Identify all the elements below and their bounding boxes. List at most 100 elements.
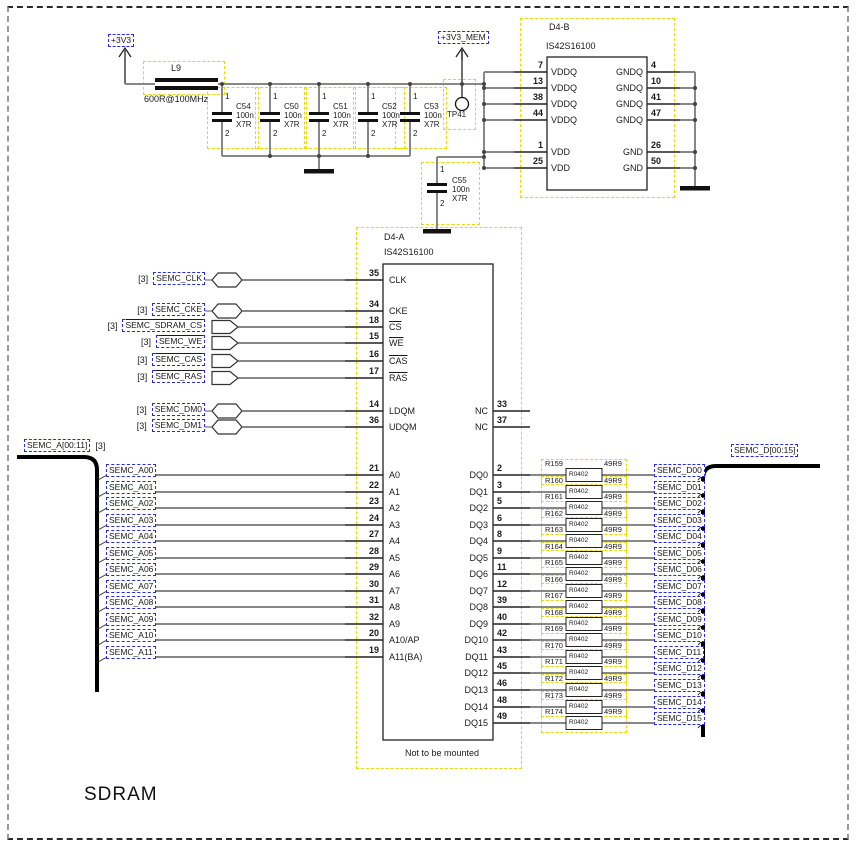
resistor-ref[interactable]: R167 — [545, 591, 563, 600]
net-label-semc-a07[interactable]: SEMC_A07 — [106, 580, 157, 593]
chip-b-body[interactable] — [546, 56, 648, 191]
net-label-semc-we[interactable]: SEMC_WE — [156, 335, 205, 348]
capacitor-symbol[interactable] — [260, 119, 280, 122]
resistor-ref[interactable]: R168 — [545, 608, 563, 617]
resistor-symbol[interactable] — [565, 501, 603, 515]
address-bus[interactable] — [17, 455, 99, 692]
resistor-ref[interactable]: R172 — [545, 674, 563, 683]
resistor-ref[interactable]: R171 — [545, 657, 563, 666]
data-bus[interactable] — [701, 464, 820, 737]
resistor-symbol[interactable] — [565, 666, 603, 680]
net-label-semc-d00[interactable]: SEMC_D00 — [654, 464, 705, 477]
resistor-ref[interactable]: R170 — [545, 641, 563, 650]
resistor-symbol[interactable] — [565, 683, 603, 697]
resistor-symbol[interactable] — [565, 584, 603, 598]
net-label-semc-dm1[interactable]: SEMC_DM1 — [151, 419, 205, 432]
cap-ref[interactable]: C55 — [452, 176, 467, 185]
addr-bus-label[interactable]: SEMC_A[00:11] — [24, 439, 91, 452]
port-input-icon[interactable] — [211, 319, 239, 335]
port-input-icon[interactable] — [211, 335, 239, 351]
power-net-label-3v3-mem[interactable]: +3V3_MEM — [438, 31, 489, 44]
resistor-ref[interactable]: R161 — [545, 492, 563, 501]
capacitor-symbol[interactable] — [309, 119, 329, 122]
resistor-symbol[interactable] — [565, 518, 603, 532]
port-bidirectional-icon[interactable] — [211, 419, 243, 435]
net-label-semc-a05[interactable]: SEMC_A05 — [106, 547, 157, 560]
cap-ref[interactable]: C53 — [424, 102, 439, 111]
resistor-symbol[interactable] — [565, 567, 603, 581]
resistor-ref[interactable]: R173 — [545, 691, 563, 700]
power-net-label-3v3[interactable]: +3V3 — [108, 34, 135, 47]
net-label-semc-a04[interactable]: SEMC_A04 — [106, 530, 157, 543]
net-label-semc-a02[interactable]: SEMC_A02 — [106, 497, 157, 510]
capacitor-symbol[interactable] — [212, 112, 232, 115]
net-label-semc-a11[interactable]: SEMC_A11 — [106, 646, 156, 659]
net-label-semc-a03[interactable]: SEMC_A03 — [106, 514, 157, 527]
resistor-symbol[interactable] — [565, 617, 603, 631]
port-bidirectional-icon[interactable] — [211, 272, 243, 288]
resistor-ref[interactable]: R160 — [545, 476, 563, 485]
capacitor-symbol[interactable] — [427, 183, 447, 186]
net-label-semc-cas[interactable]: SEMC_CAS — [152, 353, 205, 366]
net-label-semc-d09[interactable]: SEMC_D09 — [654, 613, 705, 626]
resistor-symbol[interactable] — [565, 485, 603, 499]
net-label-semc-d08[interactable]: SEMC_D08 — [654, 596, 705, 609]
net-label-semc-d14[interactable]: SEMC_D14 — [654, 696, 705, 709]
resistor-ref[interactable]: R164 — [545, 542, 563, 551]
net-label-semc-sdram-cs[interactable]: SEMC_SDRAM_CS — [122, 319, 205, 332]
ferrite-bead-symbol[interactable] — [155, 86, 218, 90]
capacitor-symbol[interactable] — [400, 112, 420, 115]
net-label-semc-clk[interactable]: SEMC_CLK — [153, 272, 205, 285]
capacitor-symbol[interactable] — [358, 119, 378, 122]
cap-ref[interactable]: C50 — [284, 102, 299, 111]
net-label-semc-d12[interactable]: SEMC_D12 — [654, 662, 705, 675]
resistor-symbol[interactable] — [565, 633, 603, 647]
net-label-semc-d13[interactable]: SEMC_D13 — [654, 679, 705, 692]
net-label-semc-ras[interactable]: SEMC_RAS — [152, 370, 205, 383]
net-label-semc-a09[interactable]: SEMC_A09 — [106, 613, 157, 626]
net-label-semc-a01[interactable]: SEMC_A01 — [106, 481, 157, 494]
net-label-semc-d02[interactable]: SEMC_D02 — [654, 497, 705, 510]
net-label-semc-a06[interactable]: SEMC_A06 — [106, 563, 157, 576]
capacitor-symbol[interactable] — [260, 112, 280, 115]
capacitor-symbol[interactable] — [358, 112, 378, 115]
capacitor-symbol[interactable] — [212, 119, 232, 122]
net-label-semc-d04[interactable]: SEMC_D04 — [654, 530, 705, 543]
net-label-semc-d15[interactable]: SEMC_D15 — [654, 712, 705, 725]
resistor-symbol[interactable] — [565, 534, 603, 548]
net-label-semc-a00[interactable]: SEMC_A00 — [106, 464, 157, 477]
net-label-semc-d01[interactable]: SEMC_D01 — [654, 481, 705, 494]
capacitor-symbol[interactable] — [427, 190, 447, 193]
chip-a-body[interactable] — [382, 263, 494, 741]
resistor-ref[interactable]: R174 — [545, 707, 563, 716]
capacitor-symbol[interactable] — [309, 112, 329, 115]
net-label-semc-d06[interactable]: SEMC_D06 — [654, 563, 705, 576]
net-label-semc-dm0[interactable]: SEMC_DM0 — [151, 403, 205, 416]
resistor-ref[interactable]: R163 — [545, 525, 563, 534]
data-bus-label[interactable]: SEMC_D[00:15] — [731, 444, 799, 457]
testpoint-symbol[interactable] — [454, 96, 470, 112]
net-label-semc-cke[interactable]: SEMC_CKE — [152, 303, 205, 316]
port-bidirectional-icon[interactable] — [211, 403, 243, 419]
ferrite-bead-symbol[interactable] — [155, 78, 218, 82]
capacitor-symbol[interactable] — [400, 119, 420, 122]
cap-ref[interactable]: C52 — [382, 102, 397, 111]
resistor-ref[interactable]: R165 — [545, 558, 563, 567]
cap-ref[interactable]: C51 — [333, 102, 348, 111]
port-bidirectional-icon[interactable] — [211, 303, 243, 319]
resistor-symbol[interactable] — [565, 551, 603, 565]
resistor-symbol[interactable] — [565, 468, 603, 482]
net-label-semc-a10[interactable]: SEMC_A10 — [106, 629, 157, 642]
resistor-symbol[interactable] — [565, 716, 603, 730]
cap-ref[interactable]: C54 — [236, 102, 251, 111]
inductor-ref[interactable]: L9 — [171, 63, 182, 73]
resistor-symbol[interactable] — [565, 600, 603, 614]
resistor-symbol[interactable] — [565, 650, 603, 664]
net-label-semc-d07[interactable]: SEMC_D07 — [654, 580, 705, 593]
chip-b-ref[interactable]: D4-B — [549, 22, 570, 32]
port-input-icon[interactable] — [211, 370, 239, 386]
chip-a-ref[interactable]: D4-A — [384, 232, 405, 242]
net-label-semc-d05[interactable]: SEMC_D05 — [654, 547, 705, 560]
net-label-semc-d03[interactable]: SEMC_D03 — [654, 514, 705, 527]
resistor-ref[interactable]: R169 — [545, 624, 563, 633]
